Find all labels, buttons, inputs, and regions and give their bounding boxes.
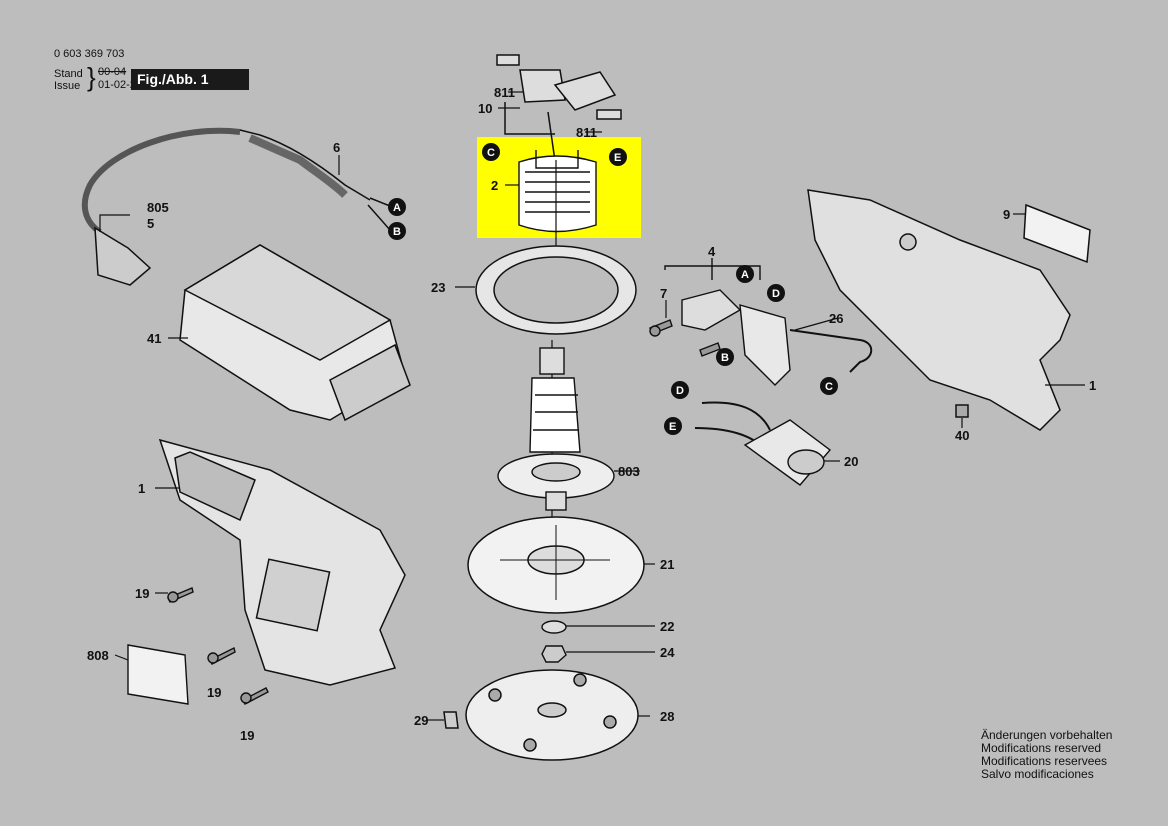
fan-plate-drawing [467, 516, 645, 614]
callout-811-right: 811 [576, 125, 597, 140]
callout-1-left: 1 [138, 481, 145, 496]
note-spanish: Salvo modificaciones [981, 767, 1094, 781]
callout-805: 805 [147, 200, 169, 215]
svg-text:D: D [676, 385, 684, 397]
power-cable-drawing [81, 127, 391, 286]
callout-20: 20 [844, 454, 858, 469]
ring-drawing [475, 245, 637, 335]
sanding-pad-drawing [443, 669, 639, 761]
svg-text:B: B [393, 226, 401, 238]
marker-b-switch [716, 348, 734, 366]
svg-text:C: C [487, 147, 495, 159]
stand-label: Stand [54, 68, 83, 80]
washer-nut-drawing [541, 620, 567, 663]
connection-markers: A B C E A D B C D E [388, 143, 838, 435]
marker-d-electronics [671, 381, 689, 399]
brush-holder-drawing [496, 54, 622, 169]
svg-text:A: A [741, 269, 749, 281]
callout-41: 41 [147, 331, 161, 346]
marker-d-switch [767, 284, 785, 302]
callout-4: 4 [708, 244, 716, 259]
svg-text:A: A [393, 202, 401, 214]
callout-24: 24 [660, 645, 675, 660]
marker-e-stator [609, 148, 627, 166]
callout-808: 808 [87, 648, 109, 663]
note-french: Modifications reservees [981, 754, 1108, 768]
part-number: 0 603 369 703 [54, 48, 125, 60]
svg-text:D: D [772, 288, 780, 300]
figure-label: Fig./Abb. 1 [131, 69, 249, 90]
callout-29: 29 [414, 713, 428, 728]
callout-19-a: 19 [135, 586, 149, 601]
armature-drawing [497, 340, 615, 555]
marker-a-switch [736, 265, 754, 283]
callout-23: 23 [431, 280, 445, 295]
screw-drawings [167, 587, 269, 705]
callout-811-top: 811 [494, 85, 515, 100]
callout-19-b: 19 [207, 685, 221, 700]
right-housing-drawing [807, 189, 1091, 431]
stator-drawing [518, 150, 597, 290]
dust-box-drawing [179, 244, 411, 422]
callout-labels: 811 10 811 2 23 6 805 5 41 7 4 9 26 1 40… [87, 85, 1096, 743]
left-housing-drawing [158, 438, 406, 686]
note-english: Modifications reserved [981, 741, 1102, 755]
callout-1-right: 1 [1089, 378, 1096, 393]
svg-text:C: C [825, 381, 833, 393]
callout-21: 21 [660, 557, 674, 572]
issue-label: Issue [54, 80, 81, 92]
callout-28: 28 [660, 709, 674, 724]
note-german: Änderungen vorbehalten [981, 728, 1113, 742]
marker-c-cable [820, 377, 838, 395]
callout-7: 7 [660, 286, 667, 301]
marker-b-cable [388, 222, 406, 240]
svg-text:E: E [669, 421, 676, 433]
callout-5: 5 [147, 216, 154, 231]
svg-text:B: B [721, 352, 729, 364]
callout-10: 10 [478, 101, 492, 116]
callout-6: 6 [333, 140, 340, 155]
callout-2: 2 [491, 178, 498, 193]
marker-c-stator [482, 143, 500, 161]
electronics-drawing [694, 401, 832, 486]
marker-a-cable [388, 198, 406, 216]
stand-value: 00-04 [98, 66, 127, 78]
callout-22: 22 [660, 619, 674, 634]
svg-text:E: E [614, 152, 621, 164]
label-plate-drawing [127, 644, 189, 705]
callout-803: 803 [618, 464, 640, 479]
switch-drawing [649, 258, 791, 386]
cable-26-drawing [789, 329, 873, 373]
callout-40: 40 [955, 428, 969, 443]
callout-19-c: 19 [240, 728, 254, 743]
callout-9: 9 [1003, 207, 1010, 222]
callout-26: 26 [829, 311, 843, 326]
modification-notes: Änderungen vorbehalten Modifications res… [981, 729, 1112, 781]
leader-lines [99, 91, 1085, 721]
marker-e-electronics [664, 417, 682, 435]
brace-glyph: } [87, 62, 96, 92]
